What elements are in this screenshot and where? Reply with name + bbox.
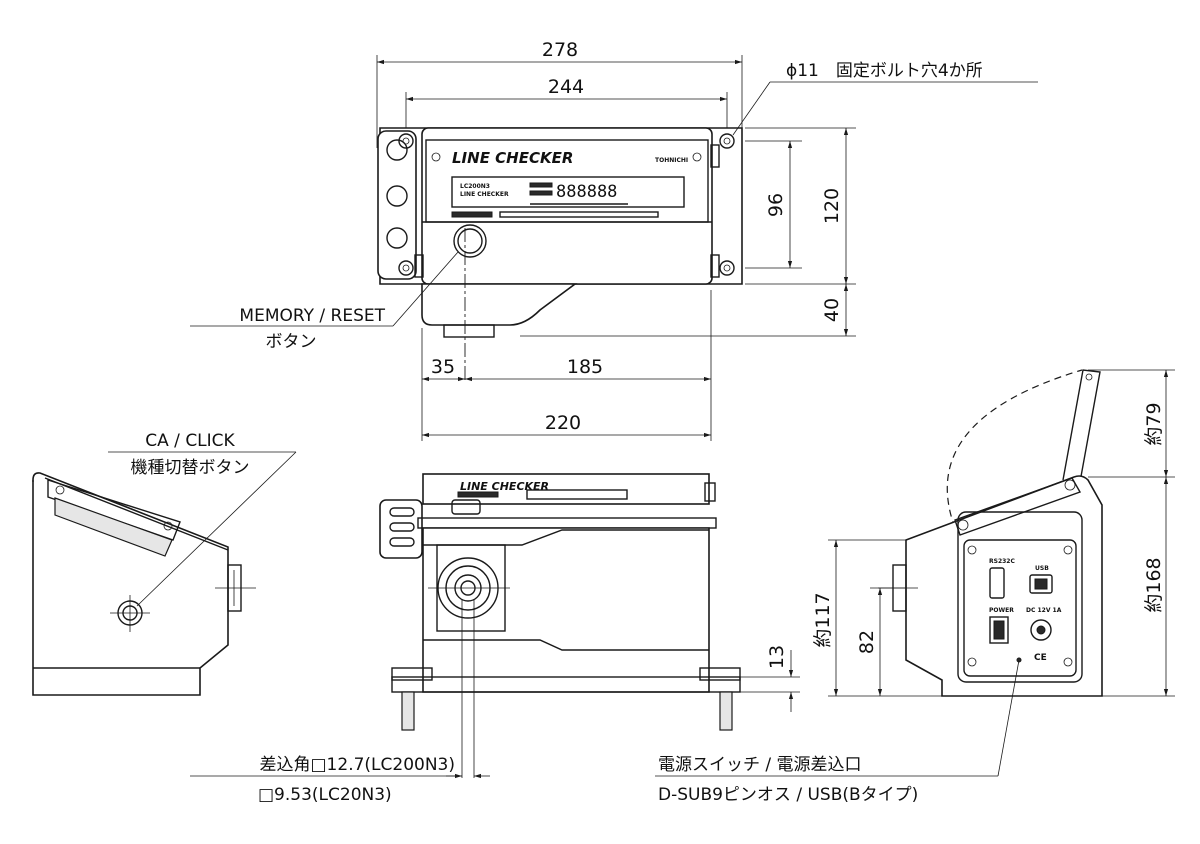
dim-40: 40 (821, 298, 843, 322)
dim-35: 35 (431, 356, 455, 378)
panel-segments: 888888 (556, 182, 617, 202)
callout-square-drive-line2: □9.53(LC20N3) (258, 785, 392, 805)
dim-244: 244 (548, 76, 584, 98)
front-view: LINE CHECKER (190, 473, 800, 805)
callout-ca-click-line2: 機種切替ボタン (131, 458, 250, 478)
panel-model-line2: LINE CHECKER (460, 191, 509, 198)
panel-power: POWER (989, 607, 1014, 614)
dim-120: 120 (821, 188, 843, 224)
callout-ca-click-line1: CA / CLICK (145, 431, 235, 451)
dim-lid-79: 約79 (1143, 402, 1165, 445)
left-side-view: CA / CLICK 機種切替ボタン (32, 431, 297, 696)
top-view: 278 244 LINE CHECKER TOHNICHI LC200N3 LI… (190, 39, 1038, 441)
dim-96: 96 (765, 193, 787, 217)
dim-185: 185 (567, 356, 603, 378)
panel-dc: DC 12V 1A (1026, 607, 1062, 614)
dim-117: 約117 (812, 592, 834, 647)
callout-mounting-holes: ϕ11 固定ボルト穴4か所 (786, 61, 983, 81)
callout-memory-reset-line1: MEMORY / RESET (239, 306, 385, 326)
dim-220: 220 (545, 412, 581, 434)
dim-13: 13 (766, 645, 788, 669)
front-panel-brand: LINE CHECKER (460, 480, 549, 493)
callout-memory-reset-line2: ボタン (266, 332, 317, 352)
callout-power-line2: D-SUB9ピンオス / USB(Bタイプ) (658, 785, 918, 805)
callout-power-line1: 電源スイッチ / 電源差込口 (658, 755, 862, 775)
callout-square-drive-line1: 差込角□12.7(LC200N3) (260, 755, 456, 775)
dim-168: 約168 (1143, 557, 1165, 612)
right-side-view: RS232C USB POWER DC 12V 1A CE 約79 約168 約… (655, 369, 1175, 805)
dim-82: 82 (856, 630, 878, 654)
panel-usb: USB (1035, 565, 1049, 572)
panel-model-line1: LC200N3 (460, 183, 490, 190)
dim-278: 278 (542, 39, 578, 61)
panel-ce: CE (1034, 653, 1047, 663)
panel-brand: LINE CHECKER (452, 149, 573, 167)
panel-rs232c: RS232C (989, 558, 1015, 565)
panel-maker: TOHNICHI (655, 157, 688, 164)
